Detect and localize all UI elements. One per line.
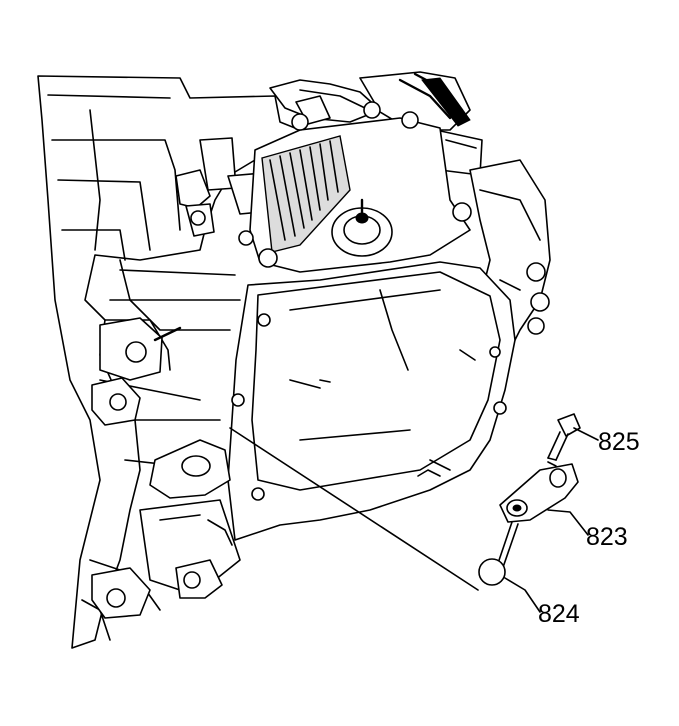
oil-pan [227,261,516,541]
callout-leaders [504,427,599,613]
seal-824 [478,558,506,586]
callout-825: 825 [598,428,640,456]
leader-824-diagonal [229,427,479,591]
wiring-harness [269,71,483,176]
lever-823 [499,461,579,523]
callout-824: 824 [538,600,580,628]
bolt-825 [547,413,581,461]
control-module [190,101,472,273]
module-bolts [190,101,472,268]
lower-bracket [91,439,241,619]
callout-823: 823 [586,523,628,551]
